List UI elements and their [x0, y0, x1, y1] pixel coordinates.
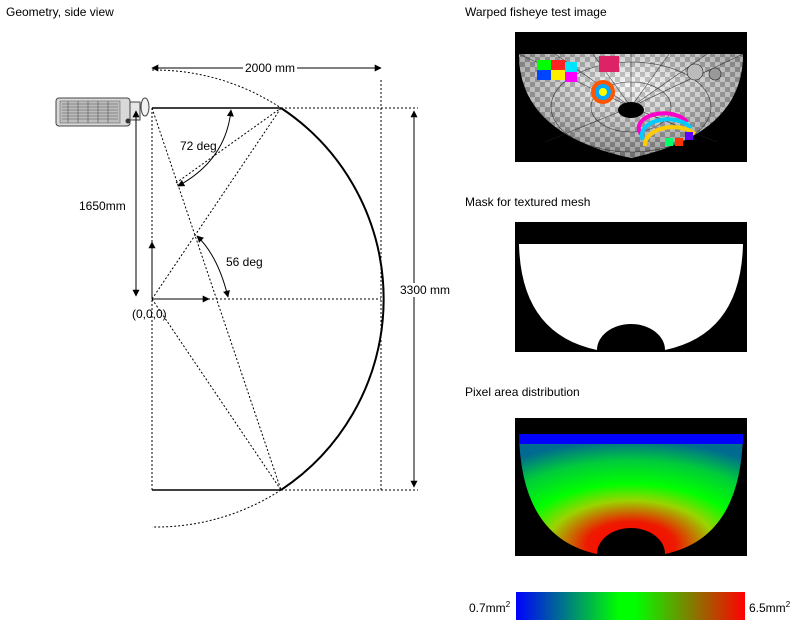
colorbar-max-label: 6.5mm2	[749, 600, 791, 615]
colorbar	[516, 592, 745, 620]
width-label: 2000 mm	[243, 61, 298, 75]
mask-panel	[515, 222, 747, 352]
full-height-label: 3300 mm	[398, 283, 453, 297]
geometry-title: Geometry, side view	[6, 5, 114, 19]
mask-image	[519, 244, 743, 350]
projector-icon	[55, 97, 150, 127]
fisheye-image	[515, 32, 747, 158]
area-panel	[515, 418, 747, 556]
area-title: Pixel area distribution	[465, 385, 580, 399]
area-distribution-image	[519, 434, 743, 554]
origin-label: (0,0,0)	[132, 307, 167, 321]
colorbar-min-label: 0.7mm2	[469, 600, 511, 615]
mask-title: Mask for textured mesh	[465, 195, 591, 209]
fisheye-title: Warped fisheye test image	[465, 5, 607, 19]
half-height-label: 1650mm	[79, 199, 126, 213]
fisheye-panel	[515, 32, 747, 162]
angle-mid-label: 56 deg	[226, 255, 263, 269]
angle-top-label: 72 deg	[180, 139, 217, 153]
